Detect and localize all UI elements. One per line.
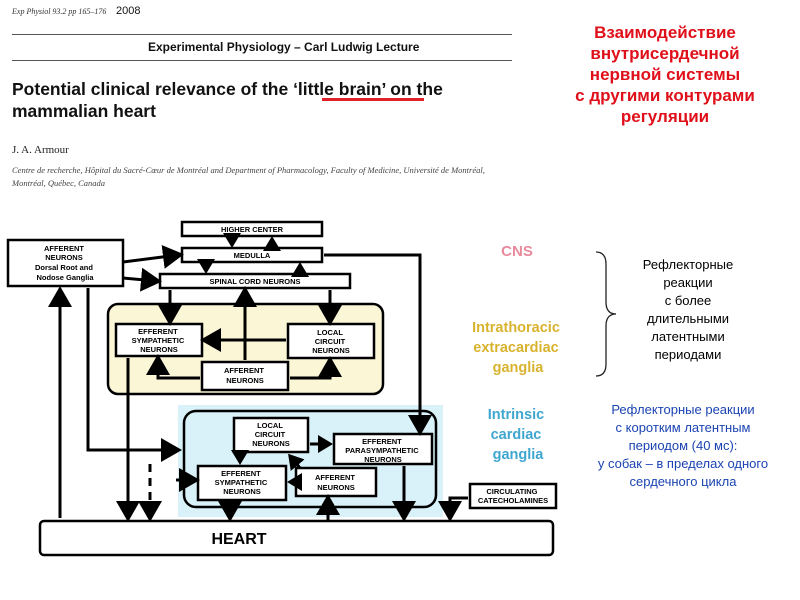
spinal-cord-label: SPINAL CORD NEURONS	[209, 277, 300, 286]
header-rule-bottom	[12, 60, 512, 61]
long-reflex-line: периодами	[654, 347, 722, 362]
paper-title: Potential clinical relevance of the ‘lit…	[12, 79, 443, 121]
slide-title: Взаимодействие внутрисердечной нервной сис…	[540, 22, 790, 127]
slide-title-line: регуляции	[620, 107, 710, 126]
long-reflex-line: длительными	[646, 311, 730, 326]
slide-title-line: с другими контурами	[575, 86, 755, 105]
short-reflex-line: Рефлекторные реакции	[611, 402, 755, 417]
afferent-drg-box	[6, 238, 125, 288]
slide-title-line: внутрисердечной	[590, 44, 740, 63]
efferent-parasymp-box	[332, 432, 434, 466]
connection-arrows	[48, 233, 468, 522]
higher-center-label: HIGHER CENTER	[221, 225, 284, 234]
publication-year: 2008	[116, 5, 141, 17]
intrinsic-inner-frame	[182, 409, 438, 509]
cns-label: CNS	[501, 243, 533, 260]
title-highlight-underline	[322, 98, 424, 101]
local-circuit-bottom-box	[232, 416, 310, 454]
short-latency-reflex-note: Рефлекторные реакции с коротким латентным…	[565, 401, 800, 491]
long-reflex-line: реакции	[663, 275, 713, 290]
efferent-symp-top-label: EFFERENT SYMPATHETIC NEURONS	[132, 327, 187, 354]
local-circuit-bottom-label: LOCAL CIRCUIT NEURONS	[252, 421, 290, 448]
slide-title-line: нервной системы	[589, 65, 741, 84]
circulating-label: CIRCULATING CATECHOLAMINES	[478, 487, 548, 505]
neural-hierarchy-diagram: HIGHER CENTER MEDULLA SPINAL CORD NEURON…	[6, 220, 560, 557]
heart-box	[38, 519, 555, 557]
lecture-heading: Experimental Physiology – Carl Ludwig Le…	[148, 40, 420, 54]
heart-label: HEART	[211, 531, 266, 548]
circulating-box	[468, 482, 558, 510]
author-affiliation: Centre de recherche, Hôpital du Sacré-Cœ…	[12, 165, 485, 188]
afferent-bottom-label: AFFERENT NEURONS	[315, 473, 357, 492]
long-reflex-line: с более	[664, 293, 712, 308]
short-reflex-line: у собак – в пределах одного	[597, 456, 769, 471]
intrinsic-label: Intrinsic cardiac ganglia	[488, 407, 548, 463]
short-reflex-line: периодом (40 мс):	[628, 438, 738, 453]
medulla-label: MEDULLA	[234, 251, 271, 260]
afferent-bottom-box	[294, 466, 378, 498]
slide-title-line: Взаимодействие	[594, 23, 736, 42]
afferent-drg-label: AFFERENT NEURONS Dorsal Root and Nodose …	[35, 244, 95, 282]
long-latency-reflex-note: Рефлекторные реакции с более длительными лат…	[618, 256, 758, 364]
efferent-symp-bottom-label: EFFERENT SYMPATHETIC NEURONS	[215, 469, 270, 496]
afferent-mid-box	[200, 360, 290, 392]
journal-reference: Exp Physiol 93.2 pp 165–176	[12, 7, 107, 16]
short-reflex-line: с коротким латентным	[615, 420, 751, 435]
higher-center-box	[180, 220, 324, 238]
brace-icon	[595, 251, 617, 377]
header-rule-top	[12, 34, 512, 35]
efferent-parasymp-label: EFFERENT PARASYMPATHETIC NEURONS	[345, 437, 420, 464]
efferent-symp-bottom-box	[196, 464, 288, 502]
afferent-mid-label: AFFERENT NEURONS	[224, 366, 266, 385]
local-circuit-top-label: LOCAL CIRCUIT NEURONS	[312, 328, 350, 355]
intrathoracic-label: Intrathoracic extracardiac ganglia	[472, 320, 560, 376]
paper-author: J. A. Armour	[12, 144, 69, 156]
long-reflex-line: Рефлекторные	[642, 257, 734, 272]
long-reflex-line: латентными	[651, 329, 725, 344]
short-reflex-line: сердечного цикла	[629, 474, 737, 489]
